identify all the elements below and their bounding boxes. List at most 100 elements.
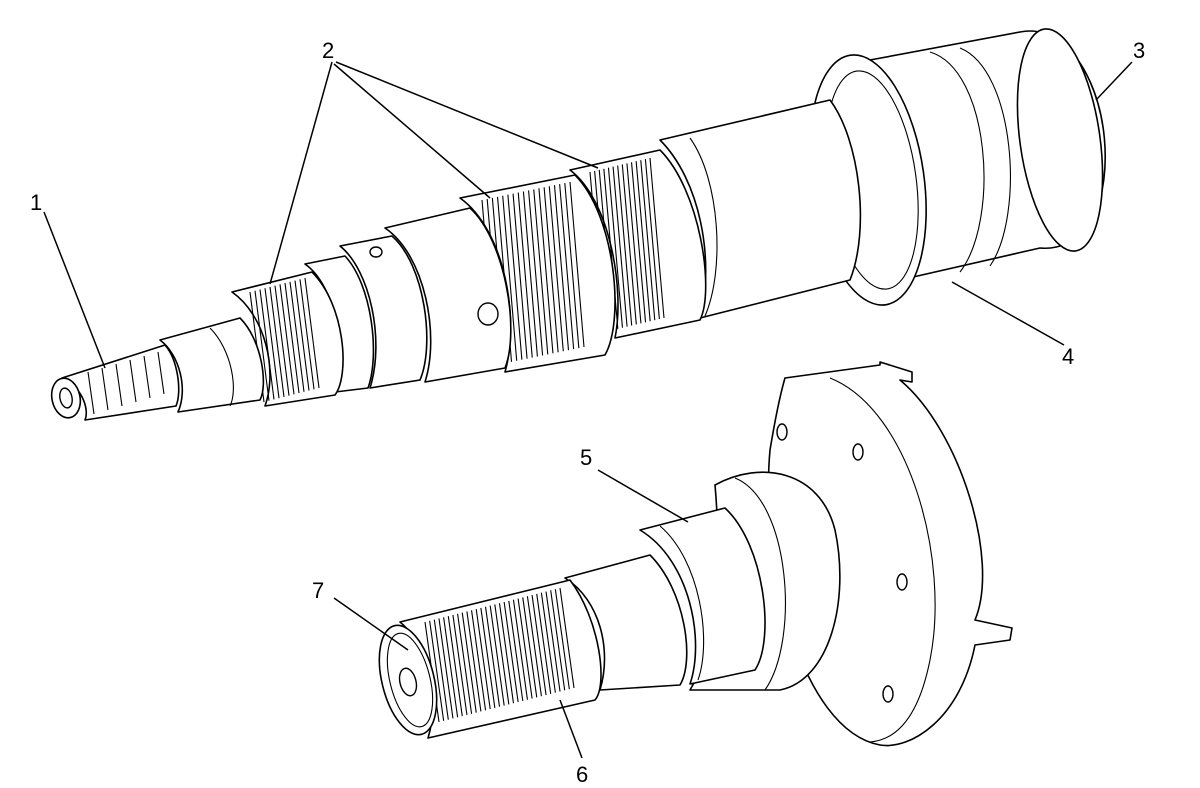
- spline-tooth: [294, 280, 310, 391]
- stub-stem: [564, 554, 688, 691]
- spline-tooth: [554, 589, 570, 690]
- shaft-journal-edge: [209, 327, 234, 407]
- spline-tooth: [640, 160, 656, 321]
- stub-shoulder-edge: [659, 525, 705, 681]
- spline-tooth: [475, 609, 491, 710]
- spline-tooth: [508, 600, 524, 701]
- spline-tooth: [457, 613, 473, 714]
- leader-2b: [333, 63, 491, 199]
- spline-tooth: [289, 281, 305, 392]
- spline-tooth: [543, 187, 559, 353]
- spline-tooth: [498, 603, 515, 704]
- shaft-main-body-edge: [689, 137, 718, 317]
- callout-5: 5: [580, 445, 592, 470]
- spline-small-teeth: [249, 277, 320, 403]
- spline-tooth: [528, 190, 544, 356]
- stub-end-bore: [398, 667, 418, 697]
- leader-3: [1095, 61, 1133, 101]
- leader-2a: [269, 61, 333, 285]
- stub-spline-teeth: [424, 587, 575, 723]
- shaft-tip-bore: [59, 387, 73, 409]
- thread-line: [87, 371, 95, 415]
- spline-tooth: [517, 598, 533, 699]
- spline-large: [569, 149, 707, 339]
- spline-tooth: [299, 279, 315, 390]
- callout-7: 7: [312, 578, 324, 603]
- spline-tooth: [607, 167, 624, 328]
- bolt-hole-1: [776, 423, 788, 441]
- spline-tooth: [429, 620, 445, 721]
- spline-tooth: [512, 599, 528, 700]
- spline-tooth: [512, 193, 528, 359]
- spline-tooth: [526, 596, 542, 697]
- output-shaft: [50, 28, 1106, 421]
- spline-tooth: [503, 601, 519, 703]
- cross-hole-large: [477, 302, 499, 326]
- leader-lines: [43, 61, 1133, 759]
- thread-line: [143, 355, 151, 399]
- shaft-journal: [159, 317, 265, 413]
- spline-tooth: [259, 289, 275, 400]
- spline-tooth: [635, 161, 651, 322]
- spline-tooth: [545, 591, 561, 692]
- spline-small: [231, 271, 344, 407]
- leader-7: [333, 597, 409, 651]
- spline-tooth: [522, 191, 538, 357]
- callout-4: 4: [1062, 344, 1074, 369]
- spline-tooth: [626, 163, 642, 324]
- stub-hub-edge: [734, 477, 786, 691]
- spline-tooth: [649, 157, 665, 319]
- spline-tooth: [517, 192, 533, 358]
- spline-tooth: [531, 594, 547, 696]
- spline-tooth: [540, 592, 556, 693]
- spline-tooth: [612, 166, 628, 327]
- spline-tooth: [447, 616, 463, 717]
- spline-tooth: [433, 619, 449, 720]
- flanged-stub-shaft: [378, 361, 1013, 747]
- cross-hole-small: [369, 246, 383, 258]
- leader-1: [43, 211, 106, 369]
- spline-tooth: [466, 611, 482, 712]
- stub-shoulder: [639, 507, 766, 685]
- bolt-hole-4: [882, 685, 894, 703]
- stub-flange-plate: [767, 361, 1013, 747]
- spline-tooth: [550, 590, 566, 691]
- spline-tooth: [274, 285, 290, 396]
- spline-tooth: [564, 183, 580, 349]
- leader-5: [597, 469, 689, 523]
- spline-tooth: [254, 290, 270, 401]
- spline-tooth: [617, 165, 633, 326]
- shaft-main-body: [659, 99, 862, 319]
- spline-tooth: [536, 593, 552, 694]
- spline-tooth: [502, 195, 518, 361]
- thread-line: [115, 363, 123, 407]
- spline-tooth: [533, 189, 549, 355]
- spline-tooth: [269, 286, 285, 397]
- leader-4: [951, 281, 1065, 346]
- callout-1: 1: [30, 190, 42, 215]
- shaft-step: [339, 235, 428, 389]
- spline-tooth: [559, 184, 575, 350]
- bolt-hole-2: [852, 443, 864, 461]
- spline-tooth: [559, 587, 575, 689]
- callout-2: 2: [322, 38, 334, 63]
- stub-flange-rim: [829, 377, 936, 743]
- spline-tooth: [452, 614, 468, 716]
- shaft-drum-end-face: [1016, 28, 1104, 252]
- spline-tooth: [484, 606, 501, 707]
- spline-tooth: [264, 288, 280, 399]
- bolt-hole-3: [896, 573, 908, 591]
- spline-tooth: [553, 185, 570, 351]
- spline-tooth: [443, 617, 459, 718]
- thread-line: [157, 351, 165, 395]
- thread-line: [129, 359, 137, 403]
- spline-tooth: [630, 162, 647, 323]
- leader-6: [559, 699, 583, 759]
- spline-tooth: [569, 181, 585, 348]
- spline-tooth: [494, 604, 510, 705]
- leader-2c: [335, 61, 599, 169]
- shaft-drum-groove-1: [929, 51, 985, 273]
- thread-line: [101, 367, 109, 411]
- spline-tooth: [548, 186, 564, 352]
- spline-tooth: [471, 610, 487, 711]
